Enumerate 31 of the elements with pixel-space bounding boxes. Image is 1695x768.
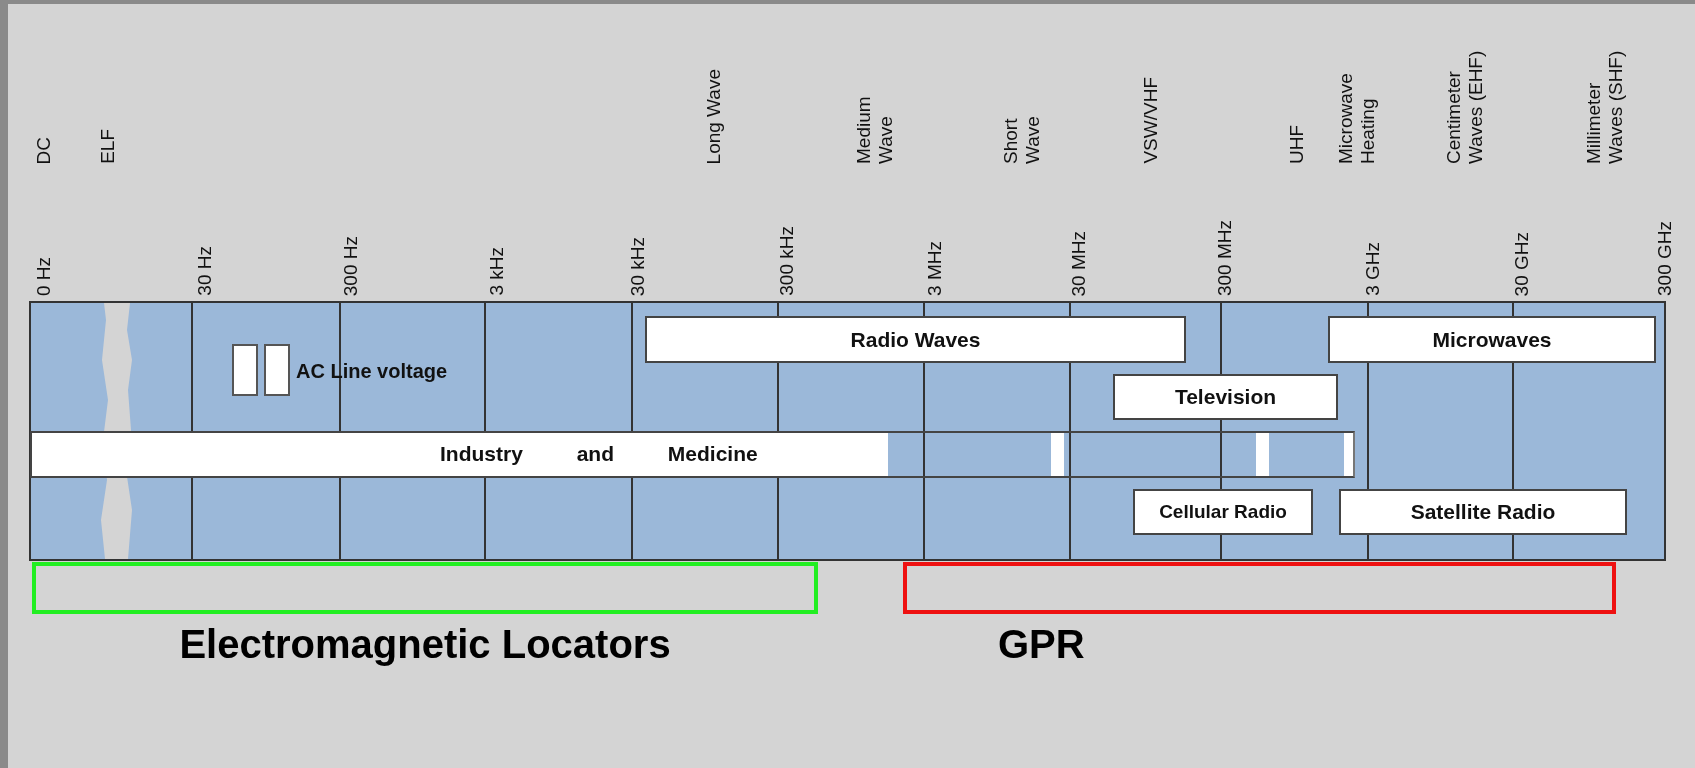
spectrum-range-box: Cellular Radio [1133, 489, 1313, 535]
band-name-label: Long Wave [703, 68, 725, 164]
range-label: Electromagnetic Locators [178, 622, 672, 667]
frequency-tick-label: 300 GHz [1654, 221, 1676, 296]
band-name-label: UHF [1286, 124, 1308, 164]
frequency-tick-label: 30 MHz [1068, 230, 1090, 296]
band-name-label: Centimeter Waves (EHF) [1443, 49, 1487, 164]
frequency-tick-label: 0 Hz [33, 256, 55, 296]
band-name-label: DC [33, 136, 55, 164]
frequency-tick-label: 300 MHz [1214, 219, 1236, 296]
spectrum-range-box: Television [1113, 374, 1338, 420]
frequency-tick-label: 3 MHz [924, 241, 946, 296]
frequency-tick-label: 3 GHz [1362, 242, 1384, 296]
band-name-label: Medium Wave [853, 95, 897, 164]
frequency-tick-label: 3 kHz [486, 247, 508, 296]
frequency-tick-label: 300 kHz [776, 226, 798, 296]
frequency-tick-label: 30 GHz [1511, 231, 1533, 296]
band-name-label: Millimeter Waves (SHF) [1583, 49, 1627, 164]
band-name-label: VSW/VHF [1140, 77, 1162, 164]
spectrum-range-box: Radio Waves [645, 316, 1186, 363]
spectrum-range-box: Satellite Radio [1339, 489, 1627, 535]
spectrum-range-band [30, 431, 1355, 478]
range-label: GPR [997, 622, 1086, 667]
band-name-label: Microwave Heating [1335, 72, 1379, 164]
frequency-tick-label: 30 kHz [627, 236, 649, 296]
band-label: Industry and Medicine [440, 442, 758, 466]
frequency-tick-label: 300 Hz [340, 235, 362, 296]
frequency-tick-label: 30 Hz [194, 246, 216, 296]
band-name-label: ELF [97, 129, 119, 164]
band-name-label: Short Wave [1000, 115, 1044, 164]
spectrum-range-box: Microwaves [1328, 316, 1656, 363]
